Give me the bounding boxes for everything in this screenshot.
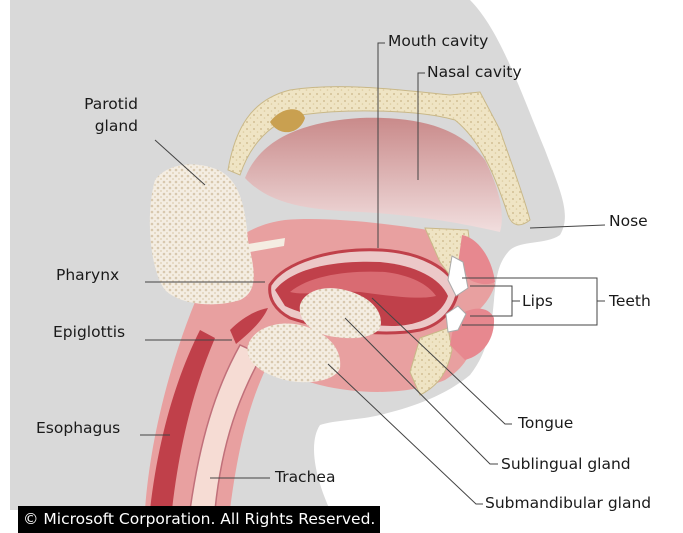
label-lips: Lips bbox=[522, 292, 553, 311]
label-teeth: Teeth bbox=[609, 292, 651, 311]
label-nose: Nose bbox=[609, 212, 648, 231]
label-esophagus: Esophagus bbox=[36, 419, 120, 438]
label-pharynx: Pharynx bbox=[56, 266, 119, 285]
label-trachea: Trachea bbox=[275, 468, 335, 487]
label-nasal-cavity: Nasal cavity bbox=[427, 63, 522, 82]
label-parotid-gland-line1: Parotid bbox=[60, 95, 138, 114]
label-sublingual-gland: Sublingual gland bbox=[501, 455, 631, 474]
label-submandibular-gland: Submandibular gland bbox=[485, 494, 651, 513]
label-tongue: Tongue bbox=[518, 414, 573, 433]
label-parotid-gland-line2: gland bbox=[60, 117, 138, 136]
label-epiglottis: Epiglottis bbox=[53, 323, 125, 342]
label-mouth-cavity: Mouth cavity bbox=[388, 32, 488, 51]
copyright-notice: © Microsoft Corporation. All Rights Rese… bbox=[18, 506, 380, 533]
